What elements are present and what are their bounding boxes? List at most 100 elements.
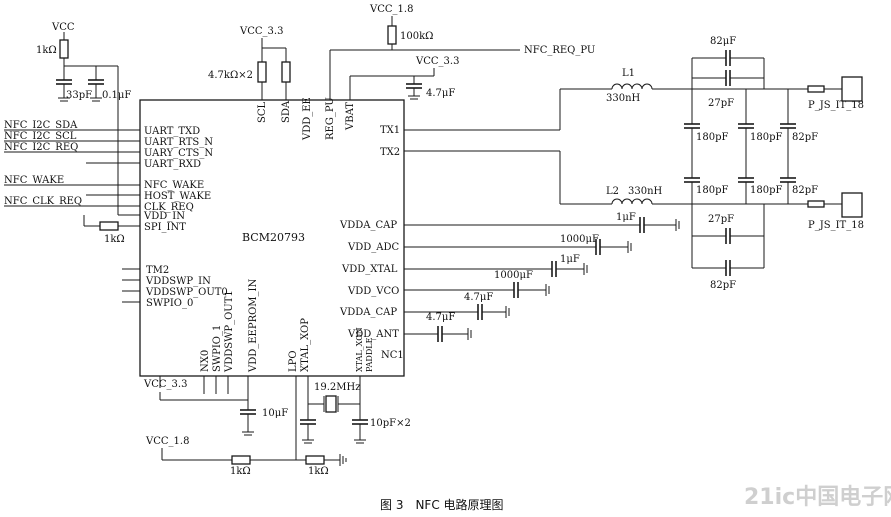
pin-vdd-xtal: VDD_XTAL (341, 264, 398, 275)
resistor-bottom-2-value: 1kΩ (308, 466, 329, 477)
resistor-vddin-1k-value: 1kΩ (104, 234, 125, 245)
antenna-port-top (841, 76, 863, 102)
resistor-pullups-value: 4.7kΩ×2 (208, 70, 253, 81)
signal-nfc-i2c-scl: NFC_I2C_SCL (4, 131, 77, 142)
net-nfc-req-pu: NFC_REQ_PU (524, 45, 595, 56)
pin-swpio-1: SWPIO_1 (212, 325, 223, 372)
pin-vdd-adc: VDD_ADC (347, 242, 399, 253)
pin-tm2: TM2 (146, 265, 169, 276)
watermark-logo: 21ic中国电子网 (744, 485, 891, 510)
vcc-3-3-bottom-label: VCC_3.3 (143, 379, 187, 390)
bcm20793-chip (139, 99, 405, 377)
signal-nfc-i2c-req: NFC_I2C_REQ (4, 142, 78, 153)
vcc-label: VCC (51, 22, 75, 33)
pin-tx2: TX2 (380, 147, 400, 158)
pin-vdda-cap-2: VDDA_CAP (339, 307, 397, 318)
pin-swpio-0: SWPIO_0 (146, 298, 193, 309)
port-small-bottom (807, 200, 825, 208)
capacitor-82-right-b-value: 82pF (792, 185, 818, 196)
inductor-l2-name: L2 (606, 186, 619, 197)
crystal-19-2mhz (325, 395, 337, 413)
resistor-100k-value: 100kΩ (400, 31, 433, 42)
capacitor-10uf-value: 10μF (262, 408, 288, 419)
inductor-l2-value: 330nH (628, 186, 663, 197)
capacitor-vdda-cap-2-value: 4.7μF (464, 292, 493, 303)
capacitor-180-b-value: 180pF (750, 132, 782, 143)
pin-sda: SDA (281, 100, 292, 123)
pin-scl: SCL (257, 101, 268, 123)
pin-vdd-ant: VDD_ANT (347, 329, 399, 340)
signal-nfc-clk-req: NFC_CLK_REQ (4, 196, 82, 207)
pin-vddswp-in: VDDSWP_IN (145, 276, 211, 287)
signal-nfc-wake: NFC_WAKE (4, 175, 64, 186)
pin-host-wake: HOST_WAKE (144, 191, 211, 202)
pin-xtal-xon: XTAL_XON (355, 327, 364, 372)
pin-nc1: NC1 (381, 350, 404, 361)
resistor-bottom-2 (305, 455, 325, 465)
pin-uart-rxd: UART_RXD (144, 159, 201, 170)
inductor-l1-name: L1 (622, 68, 635, 79)
capacitor-0-1uf-value: 0.1μF (102, 90, 131, 101)
pin-reg-pu: REG_PU (325, 97, 336, 140)
pin-vdd-ee: VDD_EE (302, 97, 313, 141)
inductor-l1-value: 330nH (606, 93, 641, 104)
pin-vdd-vco: VDD_VCO (347, 286, 399, 297)
capacitor-27-bottom-value: 27pF (708, 214, 734, 225)
pin-uart-rts-n: UART_RTS_N (144, 137, 213, 148)
capacitor-82-top-value: 82μF (710, 36, 736, 47)
resistor-vcc-1k-value: 1kΩ (36, 45, 57, 56)
pin-clk-req: CLK_REQ (144, 202, 194, 213)
vcc-3-3-top-label: VCC_3.3 (239, 26, 283, 37)
chip-name: BCM20793 (242, 231, 305, 244)
pin-vdd-eeprom-in: VDD_EEPROM_IN (248, 278, 259, 373)
pin-paddle: PADDLE (365, 337, 374, 372)
resistor-scl-pullup (257, 61, 267, 83)
resistor-100k (387, 25, 397, 45)
capacitor-82-bottom-value: 82pF (710, 280, 736, 291)
pin-nfc-wake: NFC_WAKE (144, 180, 204, 191)
crystal-value: 19.2MHz (314, 382, 361, 393)
pin-xtal-xop: XTAL_XOP (300, 318, 311, 372)
capacitor-33pf-value: 33pF (66, 90, 92, 101)
antenna-port-bottom (841, 192, 863, 218)
capacitor-180-a-value: 180pF (696, 132, 728, 143)
capacitor-vbat-value: 4.7μF (426, 88, 455, 99)
pin-tx1: TX1 (380, 125, 400, 136)
capacitor-vdd-xtal-value: 1μF (560, 254, 580, 265)
pin-spi-int: SPI_INT (144, 222, 186, 233)
capacitor-vdda-cap-1-value: 1μF (616, 212, 636, 223)
pin-uart-txd: UART_TXD (144, 126, 200, 137)
signal-nfc-i2c-sda: NFC_I2C_SDA (4, 120, 78, 131)
figure-caption: 图 3 NFC 电路原理图 (380, 497, 504, 512)
pin-nx0: NX0 (200, 350, 211, 372)
capacitor-10pf-value: 10pF×2 (370, 418, 411, 429)
pin-lpo: LPO (288, 350, 299, 372)
capacitor-27-top-value: 27pF (708, 98, 734, 109)
vcc-1-8-top-label: VCC_1.8 (369, 4, 413, 15)
port-label-top: P_JS_IT_18 (808, 100, 864, 111)
capacitor-vdd-ant-value: 4.7μF (426, 312, 455, 323)
vcc-1-8-bottom-label: VCC_1.8 (145, 436, 189, 447)
pin-vbat: VBAT (345, 102, 356, 131)
vcc-3-3-mid-label: VCC_3.3 (415, 56, 459, 67)
pin-vdd-in: VDD_IN (143, 211, 185, 222)
port-label-bottom: P_JS_IT_18 (808, 220, 864, 231)
capacitor-180-c-value: 180pF (696, 185, 728, 196)
capacitor-vdd-adc-value: 1000μF (560, 234, 599, 245)
capacitor-vdd-vco-value: 1000μF (494, 270, 533, 281)
resistor-bottom-1 (231, 455, 251, 465)
inductor-l1 (611, 83, 653, 90)
right-pin-labels: TX1 TX2 VDDA_CAP VDD_ADC VDD_XTAL VDD_VC… (339, 125, 404, 361)
pin-vddswp-out1: VDDSWP_OUT1 (224, 290, 235, 373)
resistor-sda-pullup (281, 61, 291, 83)
left-pin-labels: UART_TXD UART_RTS_N UARY_CTS_N UART_RXD … (143, 126, 228, 309)
top-pin-labels: SCL SDA VDD_EE REG_PU VBAT (257, 97, 356, 141)
resistor-vcc-1k (59, 39, 69, 59)
resistor-bottom-1-value: 1kΩ (230, 466, 251, 477)
port-small-top (807, 85, 825, 93)
pin-vddswp-out0: VDDSWP_OUT0 (145, 287, 228, 298)
capacitor-180-d-value: 180pF (750, 185, 782, 196)
inductor-l2 (611, 198, 653, 205)
pin-vdda-cap-1: VDDA_CAP (339, 220, 397, 231)
